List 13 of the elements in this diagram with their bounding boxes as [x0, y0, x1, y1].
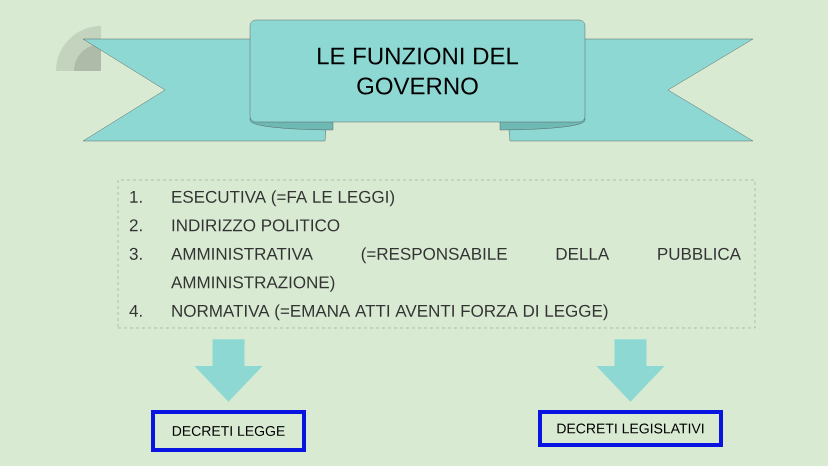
banner: [250, 20, 586, 122]
list-number: 3.: [130, 248, 142, 260]
list-number: 1.: [130, 191, 142, 203]
list-item: NORMATIVA (=EMANA ATTI AVENTI FORZA DI LEGGE): [172, 304, 608, 320]
result-box: DECRETI LEGGE: [151, 410, 306, 452]
title-text: LE FUNZIONI DEL GOVERNO: [318, 48, 518, 94]
list-item: INDIRIZZO POLITICO: [172, 219, 340, 232]
list-box: [118, 180, 756, 328]
list-item: ESECUTIVA (=FA LE LEGGI): [172, 190, 394, 206]
list-number: 2.: [130, 219, 142, 232]
result-box: DECRETI LEGISLATIVI: [538, 410, 723, 447]
list-number: 4.: [129, 305, 142, 317]
list-item: AMMINISTRATIVA (=RESPONSABILE DELLA PUBBLICA AMMINISTRAZIONE): [171, 247, 741, 292]
